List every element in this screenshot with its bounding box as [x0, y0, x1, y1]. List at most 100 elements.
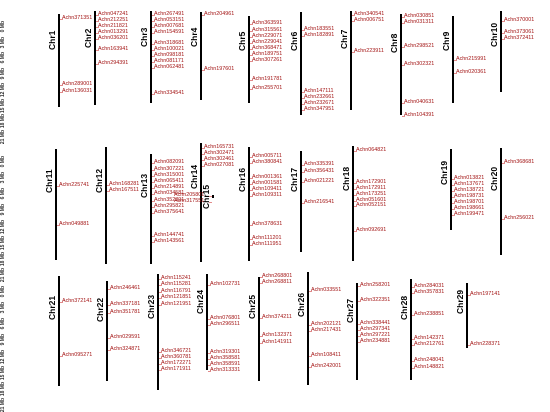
gene-marker-line — [451, 179, 455, 180]
gene-marker-line — [401, 47, 405, 48]
gene-label: Achn121851 — [161, 294, 192, 300]
gene-marker-line — [401, 65, 405, 66]
gene-label: Achn296511 — [210, 321, 240, 327]
ruler-tick: 0 Mb — [0, 286, 12, 298]
gene-marker-line — [351, 15, 355, 16]
chromosome-bar — [452, 16, 454, 103]
gene-label: Achn141911 — [262, 339, 292, 345]
ruler-tick: 21 Mb — [0, 129, 12, 144]
gene-marker-line — [106, 185, 110, 186]
gene-marker-line — [353, 195, 357, 196]
chromosome-bar — [350, 11, 352, 110]
gene-marker-line — [249, 80, 253, 81]
ruler-tick-label: 0 Mb — [0, 21, 6, 33]
gene-label: Achn116791 — [161, 288, 191, 294]
gene-label: Achn104391 — [404, 112, 435, 118]
gene-marker-line — [151, 213, 155, 214]
gene-label: Achn211821 — [98, 23, 128, 29]
chromosome-bar — [58, 14, 60, 107]
ruler-tick-label: 0 Mb — [0, 285, 6, 297]
gene-marker-line — [259, 283, 263, 284]
gene-marker-line — [411, 339, 415, 340]
ruler-tick-label: 18 Mb — [0, 381, 6, 396]
ruler-tick-label: 12 Mb — [0, 219, 6, 235]
gene-marker-line — [207, 365, 211, 366]
gene-marker-line — [301, 165, 305, 166]
gene-label: Achn315001 — [154, 172, 185, 178]
gene-marker-line — [158, 352, 162, 353]
ruler-tick-label: 15 Mb — [0, 365, 6, 380]
gene-marker-line — [249, 163, 253, 164]
gene-marker-line — [301, 182, 305, 183]
chromosome-bar — [300, 12, 302, 115]
gene-marker-line — [357, 324, 361, 325]
ruler-tick: 3 Mb — [0, 172, 12, 184]
gene-marker-line — [95, 33, 99, 34]
gene-label: Achn295821 — [154, 203, 185, 209]
gene-label: Achn232661 — [304, 94, 335, 100]
gene-marker-line — [357, 286, 361, 287]
gene-label: Achn238851 — [414, 311, 445, 317]
gene-label: Achn255701 — [252, 85, 283, 91]
gene-label: Achn297221 — [360, 332, 391, 338]
chromosome-name: Chr18 — [341, 167, 351, 192]
chromosome-name: Chr11 — [44, 169, 54, 194]
gene-label: Achn356431 — [304, 168, 335, 174]
gene-label: Achn198731 — [454, 193, 485, 199]
gene-label: Achn053151 — [154, 17, 185, 23]
chromosome-bar — [212, 195, 214, 198]
gene-marker-line — [207, 285, 211, 286]
ruler-tick: 3 Mb — [0, 37, 12, 49]
gene-marker-line — [301, 104, 305, 105]
gene-label: Achn319301 — [210, 349, 241, 355]
gene-label: Achn031311 — [404, 19, 434, 25]
gene-label: Achn197601 — [204, 66, 235, 72]
gene-label: Achn268811 — [262, 279, 292, 285]
gene-marker-line — [249, 61, 253, 62]
gene-label: Achn267491 — [154, 11, 185, 17]
gene-marker-line — [249, 178, 253, 179]
gene-marker-line — [308, 291, 312, 292]
gene-label: Achn092691 — [356, 227, 387, 233]
chromosome-name: Chr5 — [237, 31, 247, 51]
gene-marker-line — [249, 157, 253, 158]
gene-marker-line — [401, 103, 405, 104]
gene-marker-line — [401, 17, 405, 18]
gene-label: Achn154591 — [154, 29, 185, 35]
gene-marker-line — [501, 21, 505, 22]
gene-marker-line — [151, 15, 155, 16]
gene-marker-line — [501, 219, 505, 220]
ruler-tick: 12 Mb — [0, 350, 12, 364]
gene-label: Achn111201 — [252, 235, 282, 241]
gene-marker-line — [151, 176, 155, 177]
gene-label: Achn307221 — [154, 166, 185, 172]
gene-marker-line — [453, 60, 457, 61]
gene-label: Achn036201 — [98, 35, 129, 41]
gene-marker-line — [151, 163, 155, 164]
gene-label: Achn165731 — [204, 144, 235, 150]
gene-label: Achn132371 — [262, 332, 293, 338]
chromosome-bar — [150, 154, 152, 264]
chromosome-bar — [58, 276, 60, 386]
gene-label: Achn223911 — [354, 48, 384, 54]
gene-label: Achn214891 — [154, 184, 185, 190]
gene-marker-line — [209, 202, 212, 203]
gene-marker-line — [259, 318, 263, 319]
gene-marker-line — [249, 239, 253, 240]
gene-label: Achn307261 — [252, 57, 283, 63]
chromosome-name: Chr2 — [83, 28, 93, 48]
gene-label: Achn202121 — [311, 321, 342, 327]
gene-marker-line — [301, 36, 305, 37]
chromosome-name: Chr25 — [247, 295, 257, 320]
ruler-tick-label: 0 Mb — [0, 156, 6, 168]
gene-marker-line — [95, 21, 99, 22]
gene-label: Achn148821 — [414, 364, 445, 370]
chromosome-bar — [258, 277, 260, 381]
ruler-tick-label: 21 Mb — [0, 129, 6, 144]
gene-label: Achn372411 — [504, 35, 534, 41]
gene-marker-line — [56, 225, 60, 226]
gene-label: Achn334541 — [154, 90, 185, 96]
